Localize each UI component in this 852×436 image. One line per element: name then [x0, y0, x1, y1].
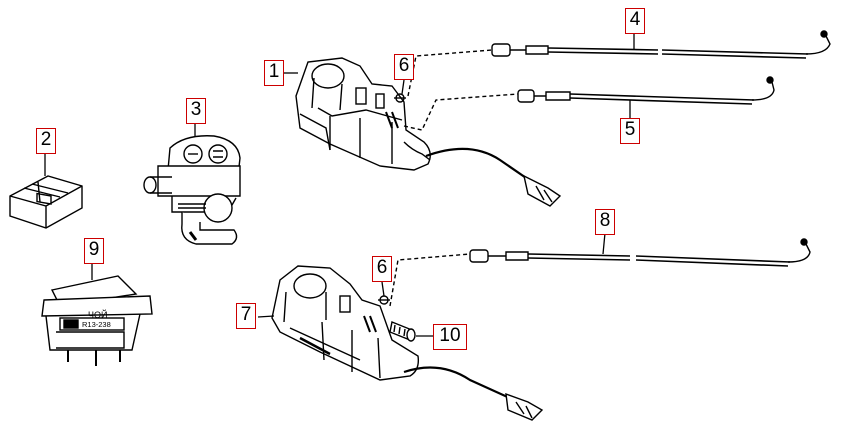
- part-6-clip-upper: [394, 93, 406, 103]
- callout-6-upper: 6: [394, 54, 414, 80]
- callout-7: 7: [236, 303, 256, 329]
- switch-part-number: R13-238: [82, 320, 111, 329]
- callout-3: 3: [186, 98, 206, 124]
- part-9-rocker: [41, 275, 153, 366]
- part-5-cable: [403, 76, 775, 131]
- callout-6-lower: 6: [372, 256, 392, 282]
- switch-top-text: ЧОЙ: [88, 309, 107, 320]
- callout-4: 4: [625, 8, 645, 34]
- callout-9: 9: [84, 238, 104, 264]
- callout-2: 2: [36, 128, 56, 154]
- part-2-block: [9, 175, 83, 229]
- callout-5: 5: [620, 118, 640, 144]
- part-7-actuator: [271, 265, 544, 421]
- part-8-cable: [389, 238, 811, 307]
- callout-8: 8: [595, 209, 615, 235]
- part-3-switch: [143, 135, 241, 245]
- part-10-bolt: [389, 321, 416, 342]
- callout-10: 10: [433, 324, 467, 350]
- part-6-clip-lower: [378, 295, 390, 305]
- part-1-actuator: [295, 57, 562, 207]
- part-4-cable: [407, 30, 831, 97]
- callout-1: 1: [264, 60, 284, 86]
